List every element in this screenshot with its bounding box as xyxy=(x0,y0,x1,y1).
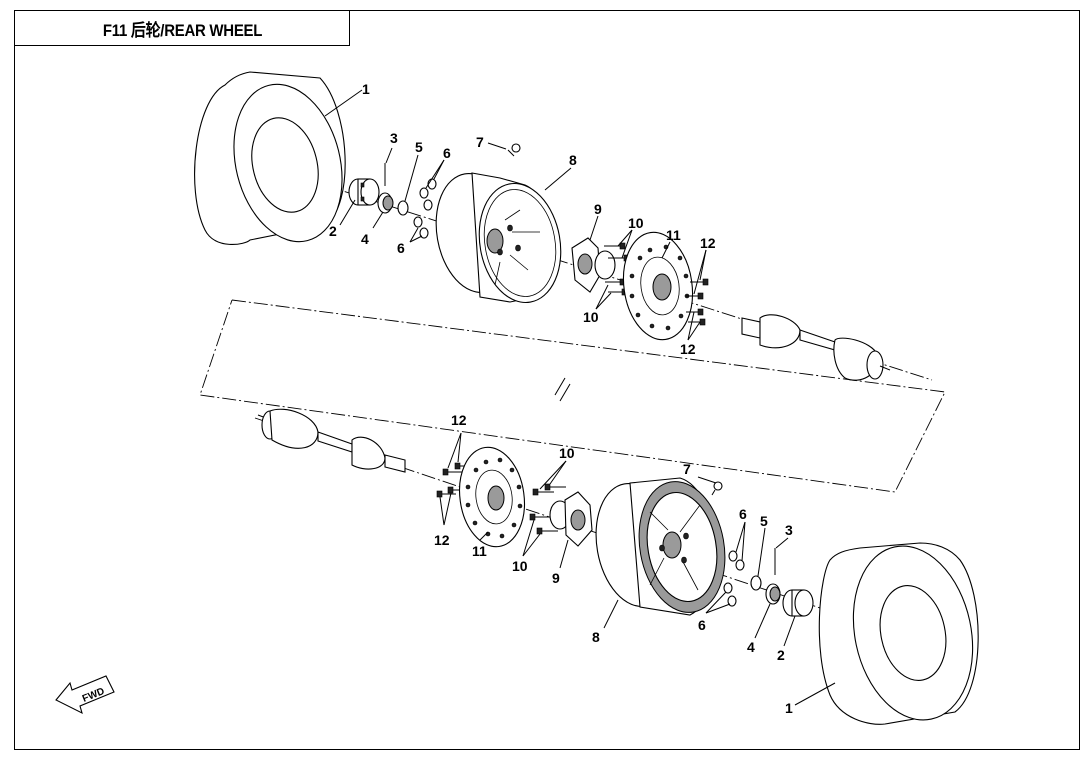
top-label-2: 2 xyxy=(329,223,337,239)
top-label-11: 11 xyxy=(666,227,681,243)
top-label-10a: 10 xyxy=(628,215,644,231)
top-label-5: 5 xyxy=(415,139,423,155)
bottom-brake-disc xyxy=(459,446,525,548)
bottom-label-12a: 12 xyxy=(451,412,467,428)
bottom-rim xyxy=(595,477,726,616)
top-label-8: 8 xyxy=(569,152,577,168)
top-label-12a: 12 xyxy=(700,235,716,251)
bottom-label-9: 9 xyxy=(552,570,560,586)
bottom-label-3: 3 xyxy=(785,522,793,538)
top-castle-nut xyxy=(377,192,394,214)
bottom-lug-nuts xyxy=(723,550,745,607)
linkage-lines xyxy=(199,299,946,493)
bottom-label-7: 7 xyxy=(683,461,691,477)
top-label-3: 3 xyxy=(390,130,398,146)
bottom-hub xyxy=(549,491,593,547)
bottom-label-11: 11 xyxy=(472,543,487,559)
top-tire xyxy=(194,71,346,245)
top-leaders xyxy=(324,89,707,341)
top-label-10b: 10 xyxy=(583,309,599,325)
top-label-6a: 6 xyxy=(443,145,451,161)
top-label-1: 1 xyxy=(362,81,370,97)
bottom-label-4: 4 xyxy=(747,639,755,655)
top-hub-cap xyxy=(348,178,380,206)
bottom-label-1: 1 xyxy=(785,700,793,716)
top-brake-disc xyxy=(622,231,694,341)
top-label-12b: 12 xyxy=(680,341,696,357)
top-label-7: 7 xyxy=(476,134,484,150)
title-box: F11 后轮/REAR WHEEL xyxy=(14,10,350,46)
top-washer xyxy=(397,200,409,216)
bottom-label-6b: 6 xyxy=(698,617,706,633)
top-label-6b: 6 xyxy=(397,240,405,256)
bottom-label-2: 2 xyxy=(777,647,785,663)
top-label-4: 4 xyxy=(361,231,369,247)
bottom-tire xyxy=(818,542,979,725)
top-hub xyxy=(571,237,616,293)
bottom-label-5: 5 xyxy=(760,513,768,529)
top-label-9: 9 xyxy=(594,201,602,217)
bottom-leaders xyxy=(439,432,836,706)
bottom-label-10a: 10 xyxy=(559,445,575,461)
top-callouts: 1 2 3 4 5 6 6 7 8 9 10 10 11 12 12 xyxy=(329,81,716,357)
bottom-washer xyxy=(750,575,762,591)
diagram-title: F11 后轮/REAR WHEEL xyxy=(102,20,262,40)
bottom-label-12b: 12 xyxy=(434,532,450,548)
bottom-label-10b: 10 xyxy=(512,558,528,574)
bottom-valve-stem xyxy=(711,481,723,496)
bottom-drive-shaft xyxy=(257,408,406,473)
top-rim xyxy=(435,172,562,304)
bottom-label-8: 8 xyxy=(592,629,600,645)
top-valve-stem xyxy=(507,143,521,157)
top-drive-shaft xyxy=(741,314,891,381)
bottom-hub-bolts xyxy=(529,483,566,535)
bottom-castle-nut xyxy=(765,583,781,605)
bottom-callouts: 12 12 11 10 10 9 7 8 6 6 5 3 4 2 1 xyxy=(434,412,793,716)
bottom-hub-cap xyxy=(782,589,814,617)
diagram-frame xyxy=(14,10,1080,750)
bottom-label-6a: 6 xyxy=(739,506,747,522)
fwd-arrow-icon: FWD xyxy=(55,675,115,715)
